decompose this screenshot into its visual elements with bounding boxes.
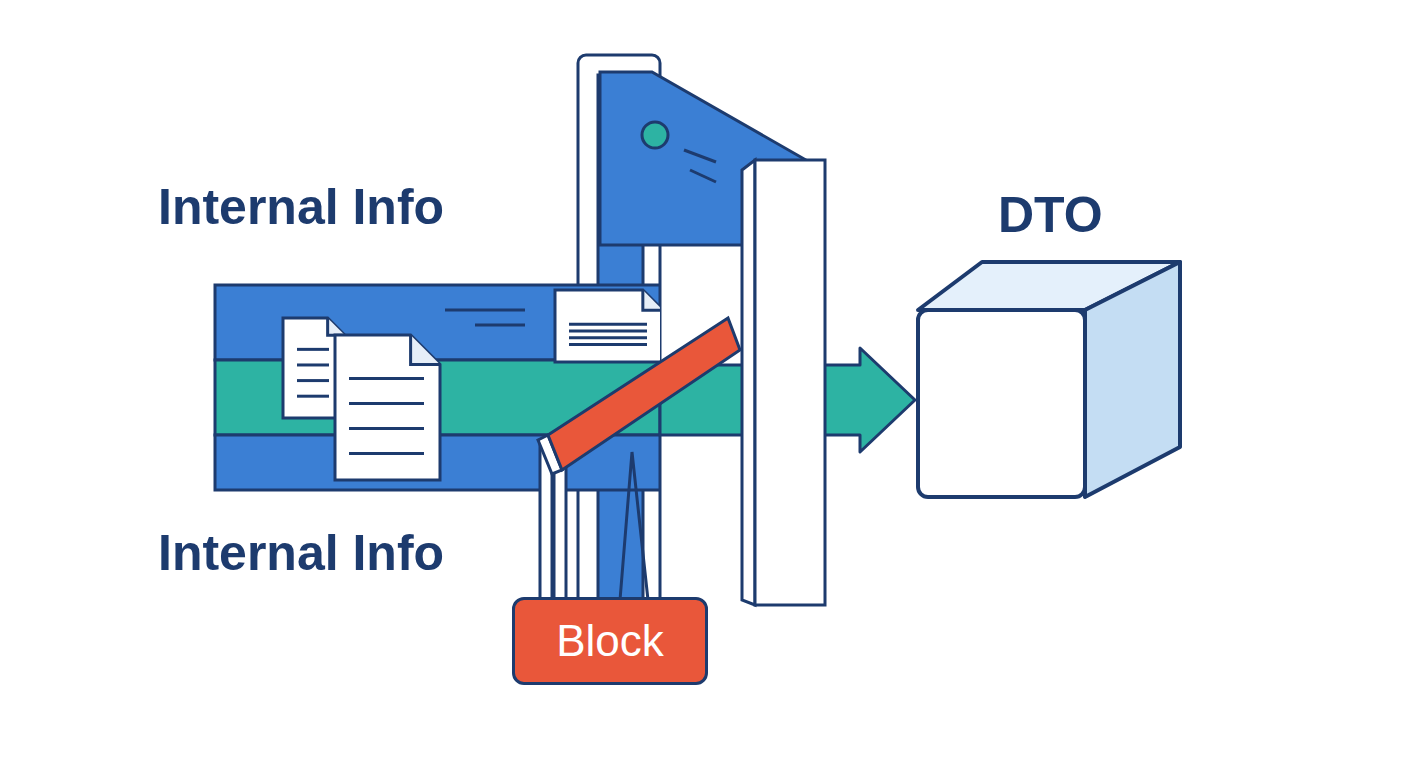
document-fold [643, 290, 660, 310]
band-heading: Internal Info [158, 525, 444, 581]
gate-right-post-side [742, 160, 755, 605]
document-line [349, 377, 424, 380]
band-line [475, 324, 525, 327]
document-fold [411, 335, 440, 364]
document-line [569, 329, 647, 332]
document-line [297, 348, 329, 351]
cube-side [1085, 262, 1180, 497]
document-line [297, 379, 329, 382]
band-heading: Internal Info [158, 179, 444, 235]
gate-panel-line [684, 150, 716, 162]
dto-cube: DTO [912, 185, 1190, 505]
document-icon [555, 290, 660, 362]
document-line [349, 427, 424, 430]
cube-front [918, 310, 1085, 497]
block-label: Block [515, 600, 705, 682]
document-line [569, 336, 647, 339]
data-band: Internal InfoInternal Info [150, 175, 660, 590]
document-line [297, 395, 329, 398]
gate-right-post [755, 160, 825, 605]
document-line [569, 343, 647, 346]
document-line [297, 363, 329, 366]
block-label-box: Block [512, 597, 708, 685]
document-icon [335, 335, 440, 480]
gate-sensor [642, 122, 668, 148]
dto-heading: DTO [998, 187, 1103, 243]
gate-panel-line [690, 170, 716, 182]
document-line [349, 452, 424, 455]
document-line [569, 323, 647, 326]
document-line [349, 402, 424, 405]
band-line [445, 309, 525, 312]
document-fold [328, 318, 345, 335]
